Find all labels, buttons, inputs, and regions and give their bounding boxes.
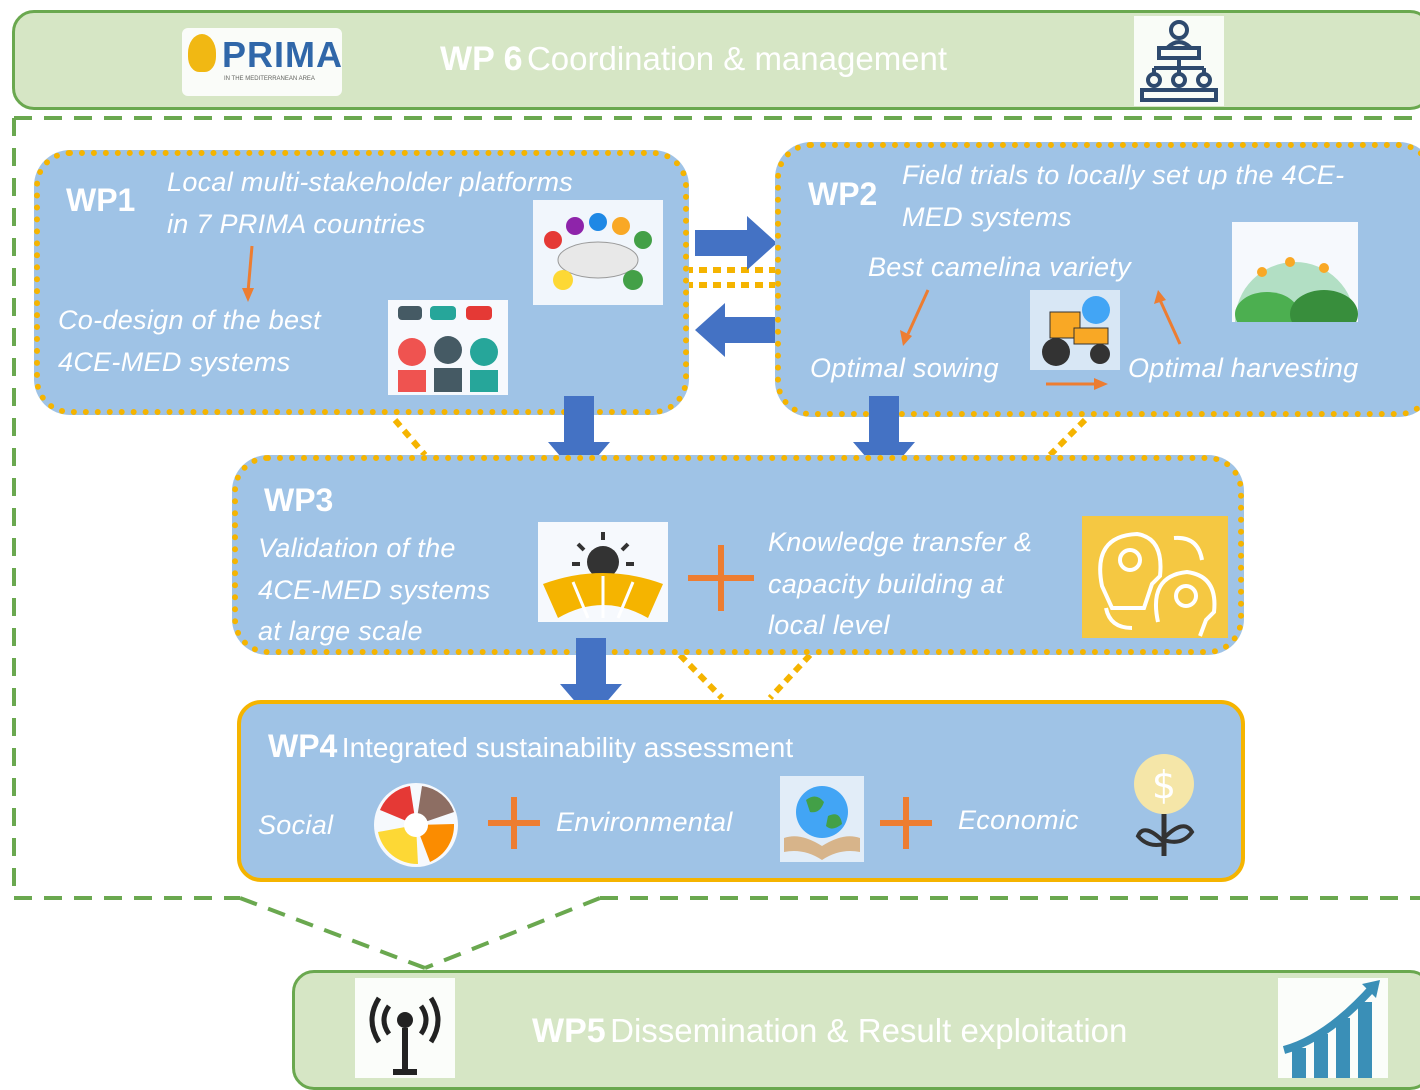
wp3-right-line1: Knowledge transfer & <box>768 527 1033 557</box>
plus-icon <box>880 797 932 849</box>
knowledge-transfer-heads-icon <box>1082 516 1228 638</box>
wp4-title: Integrated sustainability assessment <box>341 732 794 763</box>
harvesting-to-variety-arrow-icon <box>1154 290 1182 345</box>
earth-in-hands-icon <box>780 776 864 862</box>
wp6-code: WP 6 <box>440 40 523 78</box>
wp3-code: WP3 <box>264 482 334 518</box>
wp3-left-line3: at large scale <box>258 616 423 646</box>
wp4-code: WP4 <box>268 728 338 764</box>
wp5-code: WP5 <box>532 1012 606 1050</box>
right-arrow-icon <box>695 216 777 270</box>
wp3-right-line2: capacity building at <box>768 569 1004 599</box>
wp1-text-line2: in 7 PRIMA countries <box>167 209 426 239</box>
sun-field-icon <box>538 522 668 622</box>
wp3-left-line1: Validation of the <box>258 533 456 563</box>
variety-to-sowing-arrow-icon <box>900 289 930 346</box>
plus-icon <box>688 545 754 611</box>
prima-logo: PRIMA IN THE MEDITERRANEAN AREA <box>182 28 342 96</box>
wp3-to-wp4-arrow-icon <box>560 638 622 720</box>
wp4-heading: WP4 Integrated sustainability assessment <box>268 728 793 765</box>
organization-chart-icon <box>1134 16 1224 106</box>
money-plant-icon: $ <box>1134 754 1195 856</box>
wp3-right-line3: local level <box>768 610 890 640</box>
wp2-text-line1: Field trials to locally set up the 4CE- <box>902 160 1345 190</box>
left-arrow-icon <box>695 303 777 357</box>
prima-logo-text: PRIMA <box>222 34 343 75</box>
wp2-harvesting: Optimal harvesting <box>1128 353 1359 383</box>
wp5-heading: WP5 Dissemination & Result exploitation <box>532 1012 1127 1051</box>
growth-chart-icon <box>1278 978 1388 1078</box>
wp1-code: WP1 <box>66 182 136 218</box>
down-arrow-icon <box>242 245 254 302</box>
plus-icon <box>488 797 540 849</box>
broadcast-antenna-icon <box>355 978 455 1078</box>
wp1-text-line1: Local multi-stakeholder platforms <box>167 167 574 197</box>
wp4-environmental: Environmental <box>556 807 733 837</box>
svg-text:$: $ <box>1152 763 1176 807</box>
wp1-text-line3: Co-design of the best <box>58 305 321 335</box>
tractor-icon <box>1030 290 1120 370</box>
wp6-heading: WP 6 Coordination & management <box>440 40 947 79</box>
wp5-box <box>292 970 1420 1090</box>
meeting-table-icon <box>533 200 663 305</box>
social-hands-icon <box>374 783 458 867</box>
wp6-title: Coordination & management <box>526 40 948 77</box>
sowing-to-harvesting-arrow-icon <box>1046 378 1108 390</box>
co-design-people-icon <box>388 300 508 395</box>
prima-logo-subtext: IN THE MEDITERRANEAN AREA <box>224 76 315 82</box>
wp2-variety: Best camelina variety <box>868 252 1131 282</box>
wp1-text-line4: 4CE-MED systems <box>58 347 291 377</box>
wp2-text-line2: MED systems <box>902 202 1072 232</box>
wp4-social: Social <box>258 810 334 840</box>
wp4-economic: Economic <box>958 805 1079 835</box>
landscape-icon <box>1232 222 1358 322</box>
lightbulb-icon <box>188 34 216 72</box>
wp5-title: Dissemination & Result exploitation <box>610 1012 1128 1049</box>
wp2-sowing: Optimal sowing <box>810 353 999 383</box>
wp3-left-line2: 4CE-MED systems <box>258 575 491 605</box>
wp2-code: WP2 <box>808 176 878 212</box>
